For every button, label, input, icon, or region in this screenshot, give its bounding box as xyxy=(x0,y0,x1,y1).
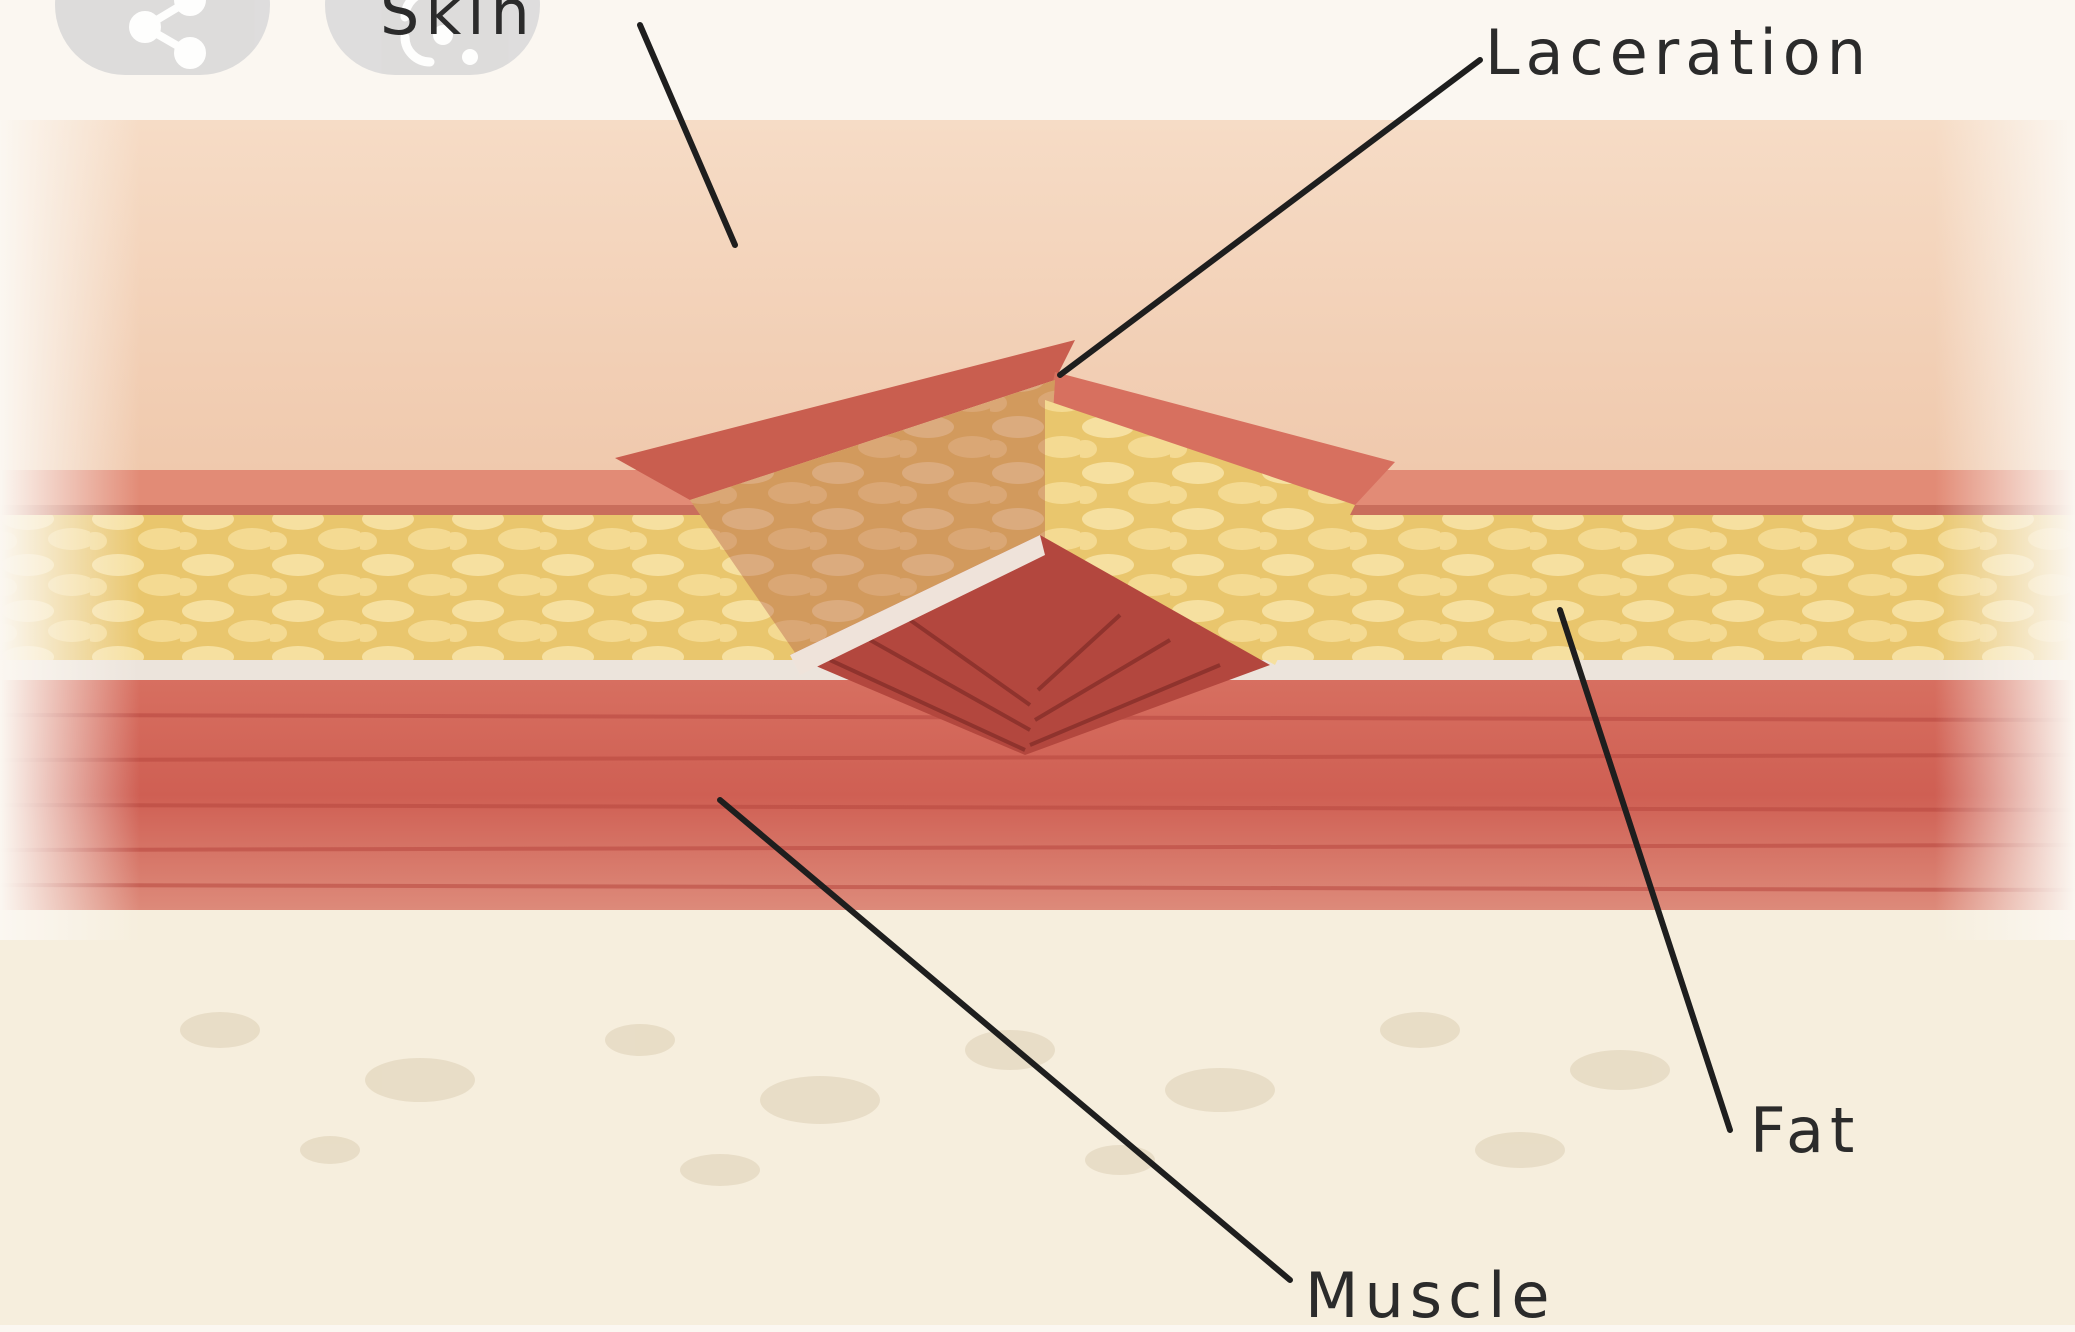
fat-label: Fat xyxy=(1750,1100,1860,1162)
share-button[interactable] xyxy=(55,0,270,75)
share-icon xyxy=(55,0,270,75)
laceration-label: Laceration xyxy=(1485,22,1872,84)
skin-label: Skin xyxy=(380,0,536,44)
muscle-label: Muscle xyxy=(1305,1265,1556,1327)
